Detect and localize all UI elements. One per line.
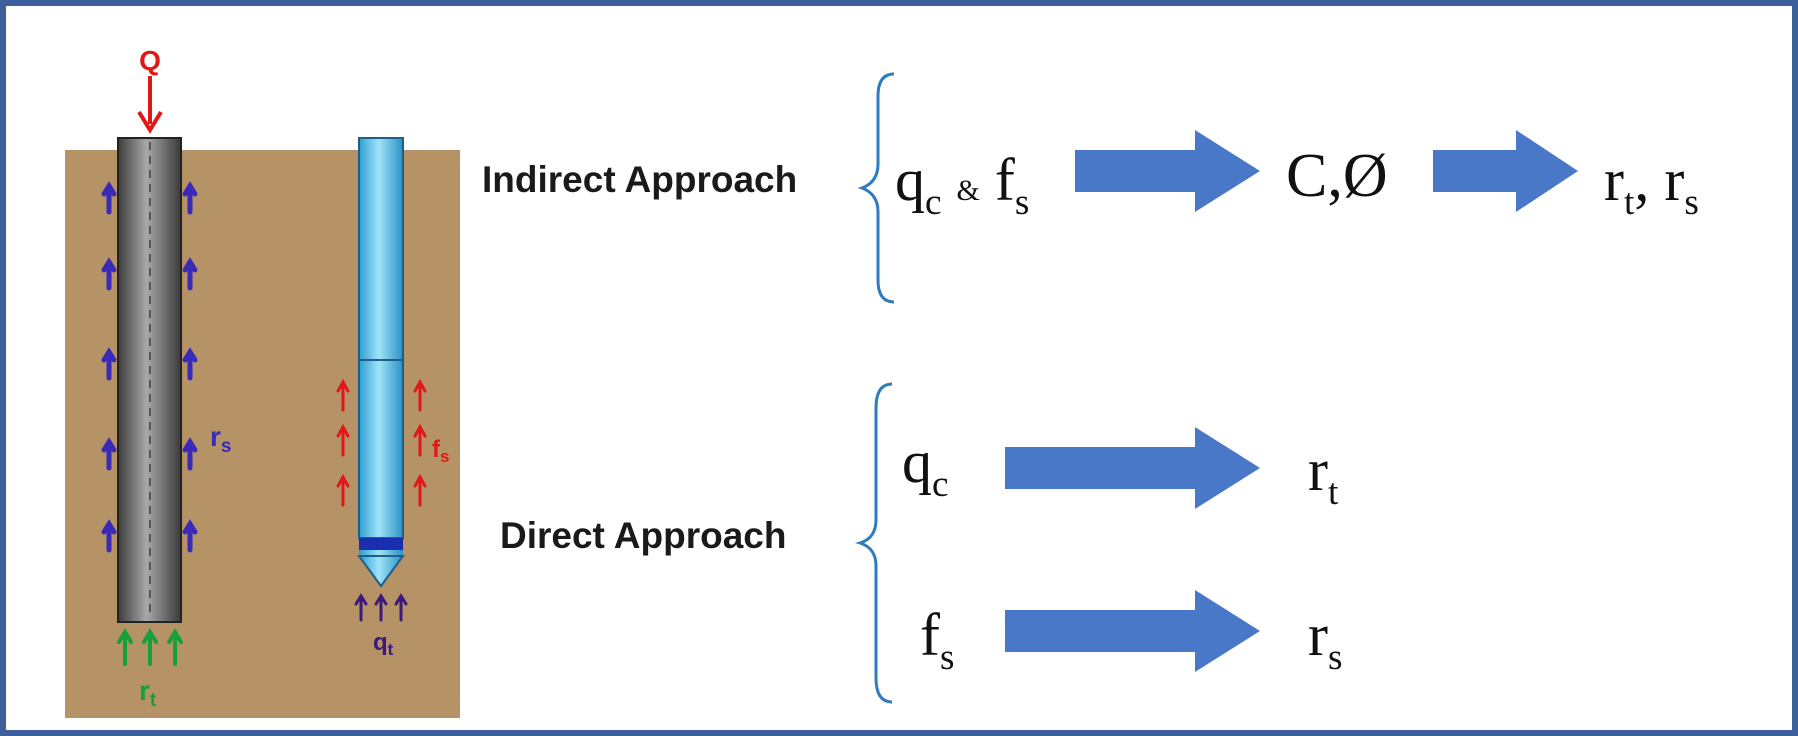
tip-resistance-arrows [117, 628, 183, 666]
indirect-approach-label: Indirect Approach [482, 159, 798, 200]
indirect-input-expression: qc & fs [895, 150, 1029, 221]
direct-rt: rt [1308, 437, 1339, 514]
cone-rod [358, 137, 404, 539]
shaft-resistance-arrows [101, 181, 198, 553]
cone-sleeve-arrows [336, 378, 427, 507]
indirect-arrow-1 [1075, 130, 1260, 212]
shaft-arrow-l4 [101, 437, 117, 471]
direct-fs: fs [920, 602, 955, 679]
indirect-output-expression: rt, rs [1604, 147, 1699, 224]
direct-qc: qc [902, 429, 949, 506]
direct-arrow-1 [1005, 427, 1260, 509]
shaft-arrow-r1 [182, 181, 198, 215]
shaft-arrow-l3 [101, 347, 117, 381]
shaft-arrow-l5 [101, 519, 117, 553]
indirect-fs: fs [994, 147, 1030, 224]
direct-approach-label: Direct Approach [500, 515, 787, 556]
cone-tip-arrows [354, 593, 408, 622]
shaft-arrow-r2 [182, 257, 198, 291]
shaft-arrow-r4 [182, 437, 198, 471]
cone-tip-label: qt [373, 629, 394, 659]
cone-shoulder [359, 550, 403, 556]
cone-sleeve-label: fs [432, 436, 449, 466]
direct-brace [854, 382, 893, 704]
direct-arrow-2 [1005, 590, 1260, 672]
load-label: Q [139, 45, 161, 76]
shaft-arrow-r3 [182, 347, 198, 381]
indirect-soil-parameters: C,Ø [1286, 142, 1388, 210]
indirect-arrow-2 [1433, 130, 1578, 212]
shaft-resistance-label: rs [210, 421, 231, 457]
load-arrow [137, 76, 163, 134]
shaft-arrow-r5 [182, 519, 198, 553]
cone-tip [357, 555, 405, 588]
tip-resistance-label: rt [139, 675, 157, 711]
direct-rs: rs [1308, 602, 1343, 679]
indirect-ampersand: & [956, 174, 980, 207]
indirect-qc: qc [895, 147, 942, 224]
indirect-brace [857, 72, 895, 304]
shaft-arrow-l1 [101, 181, 117, 215]
shaft-arrow-l2 [101, 257, 117, 291]
cone-band [359, 538, 403, 550]
